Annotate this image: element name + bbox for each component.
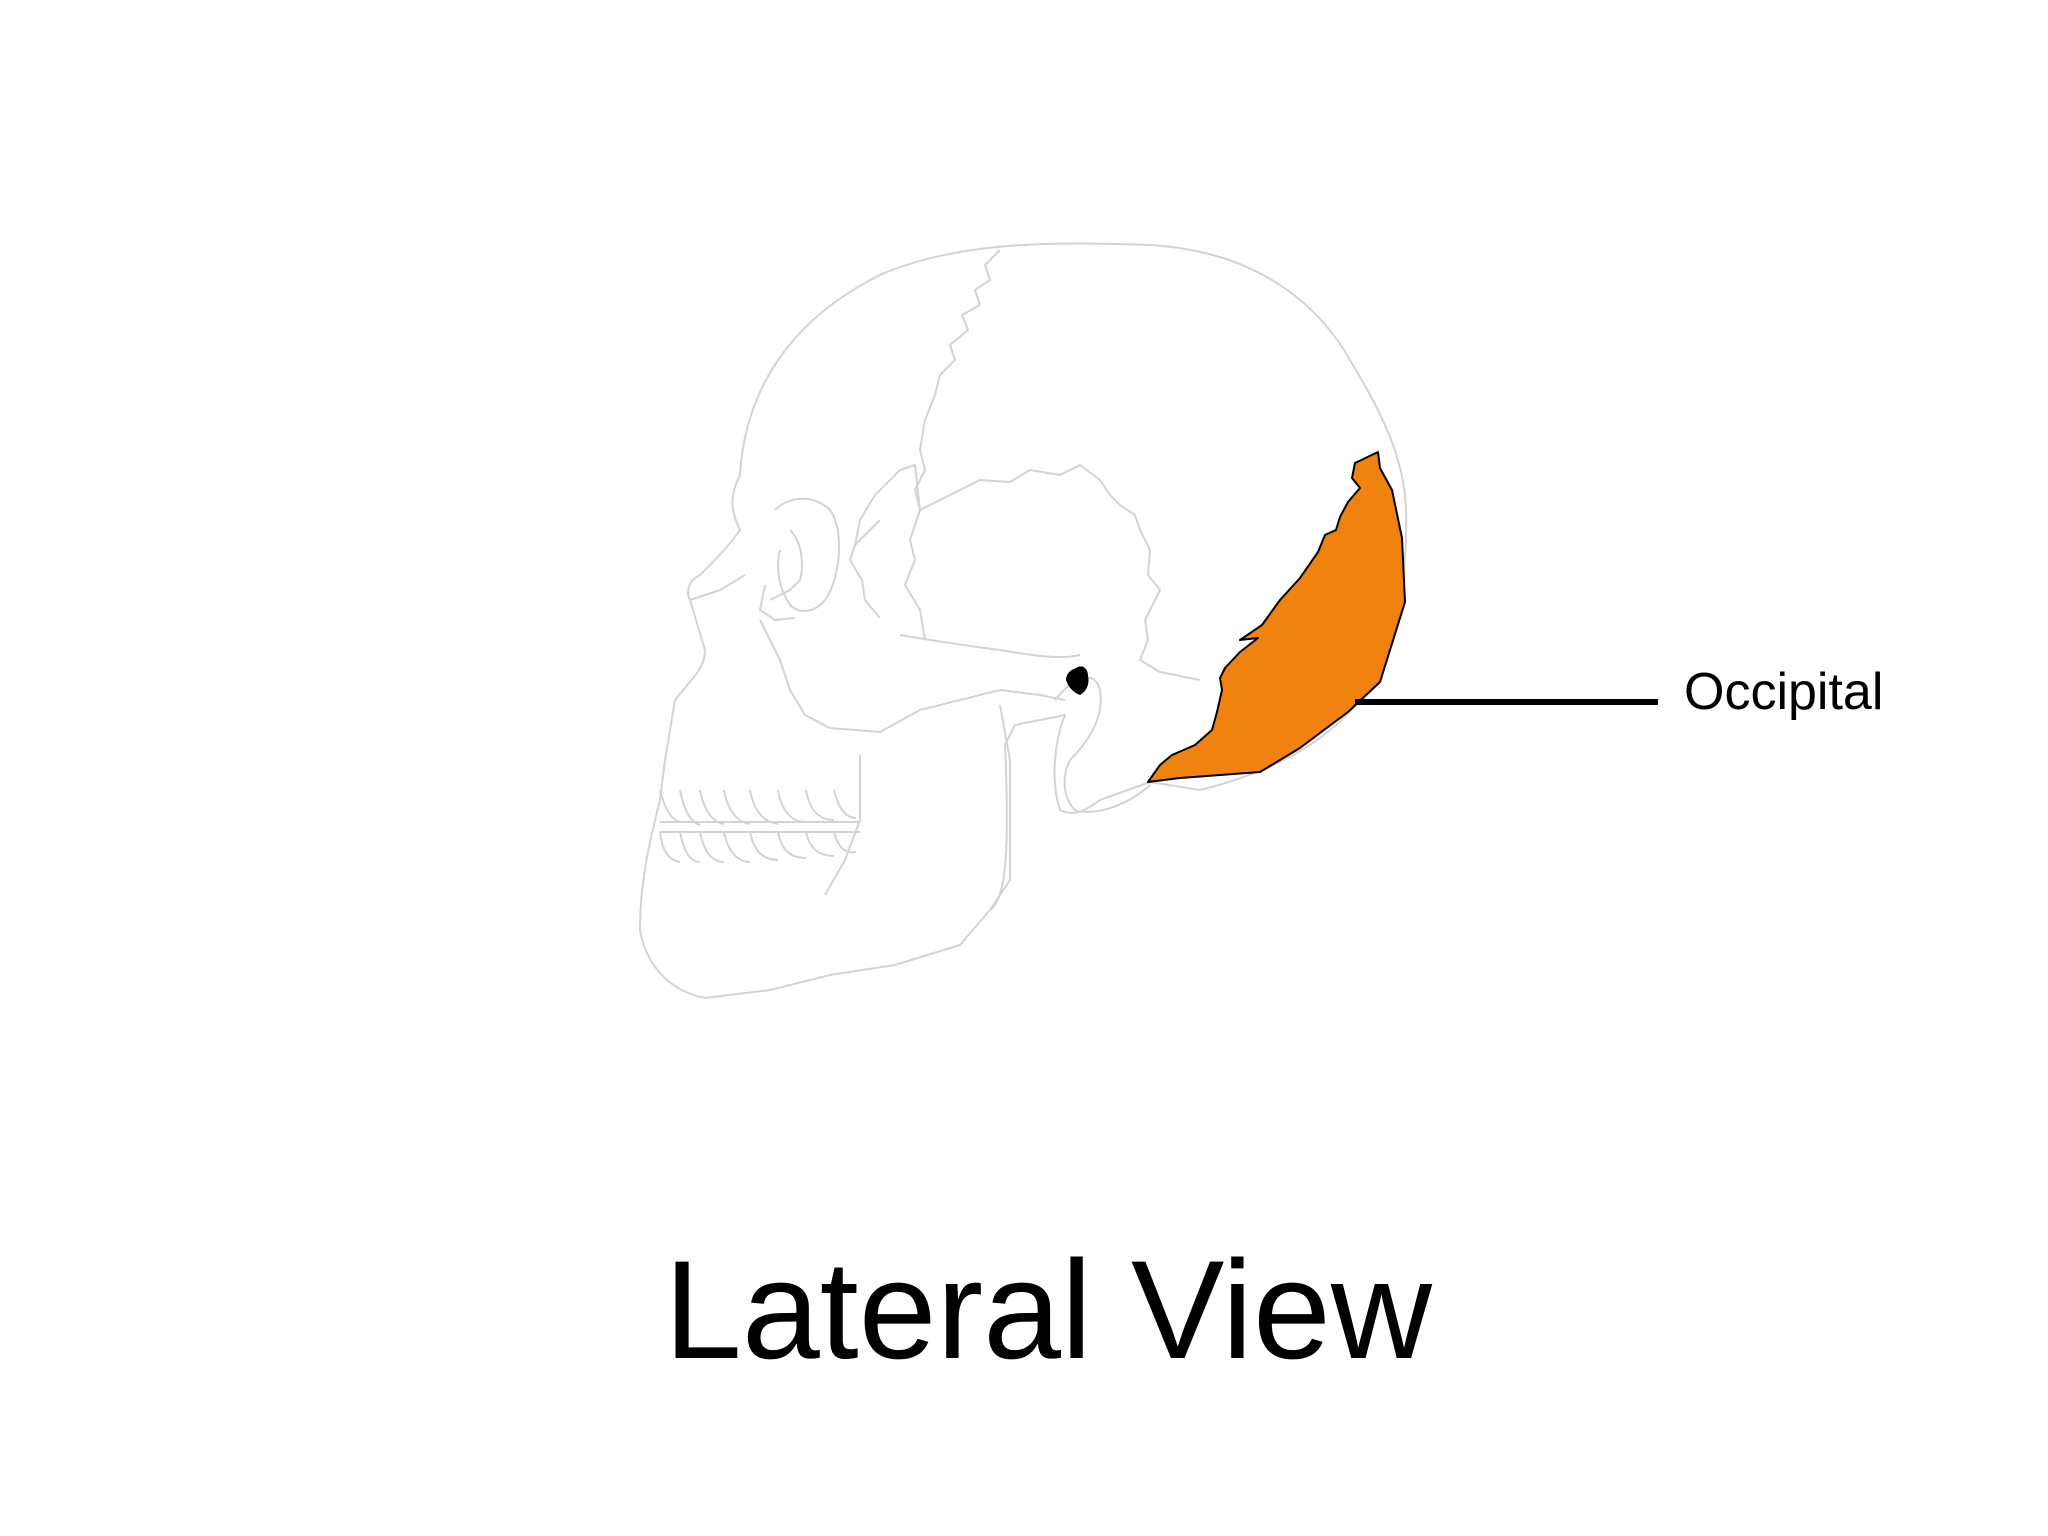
orbit-outline xyxy=(759,497,840,621)
slide-title: Lateral View xyxy=(664,1231,1432,1388)
mandible-outline xyxy=(824,704,1011,911)
lower-teeth xyxy=(659,831,860,863)
zygomatic-lines xyxy=(689,574,1081,733)
mastoid-outline xyxy=(1054,676,1151,813)
occipital-label: Occipital xyxy=(1684,663,1884,721)
auditory-meatus-icon xyxy=(1066,666,1089,695)
temporal-suture xyxy=(919,464,1201,681)
upper-teeth xyxy=(659,789,860,826)
occipital-bone-region xyxy=(1147,451,1406,783)
coronal-suture xyxy=(904,249,1001,641)
sphenoid-suture xyxy=(849,464,921,619)
